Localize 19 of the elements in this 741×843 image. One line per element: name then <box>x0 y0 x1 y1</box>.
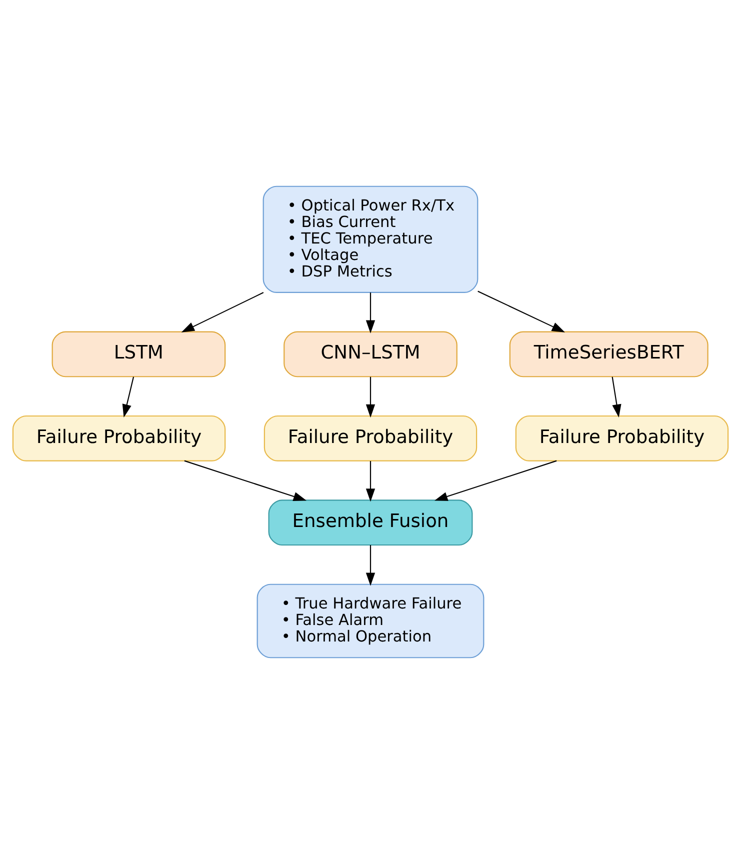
arrow <box>366 460 376 502</box>
arrow <box>612 376 622 418</box>
node-box: TimeSeriesBERT <box>509 330 708 377</box>
arrow <box>434 460 557 500</box>
arrow <box>478 290 566 332</box>
arrow <box>366 376 376 418</box>
arrow <box>181 292 264 332</box>
arrow <box>184 460 307 500</box>
node-box: Failure Probability <box>515 414 729 461</box>
node-box: • True Hardware Failure • False Alarm • Normal Operation <box>256 583 484 658</box>
node-box: • Optical Power Rx/Tx • Bias Current • TEC Temperature • Voltage • DSP Metrics <box>262 185 478 292</box>
node-box: LSTM <box>52 330 226 377</box>
node-box: CNN–LSTM <box>284 330 458 377</box>
node-box: Failure Probability <box>12 414 226 461</box>
arrow <box>366 544 376 586</box>
arrow <box>366 292 376 333</box>
node-box: Failure Probability <box>264 414 478 461</box>
node-box: Ensemble Fusion <box>268 499 473 546</box>
arrow <box>122 376 134 418</box>
